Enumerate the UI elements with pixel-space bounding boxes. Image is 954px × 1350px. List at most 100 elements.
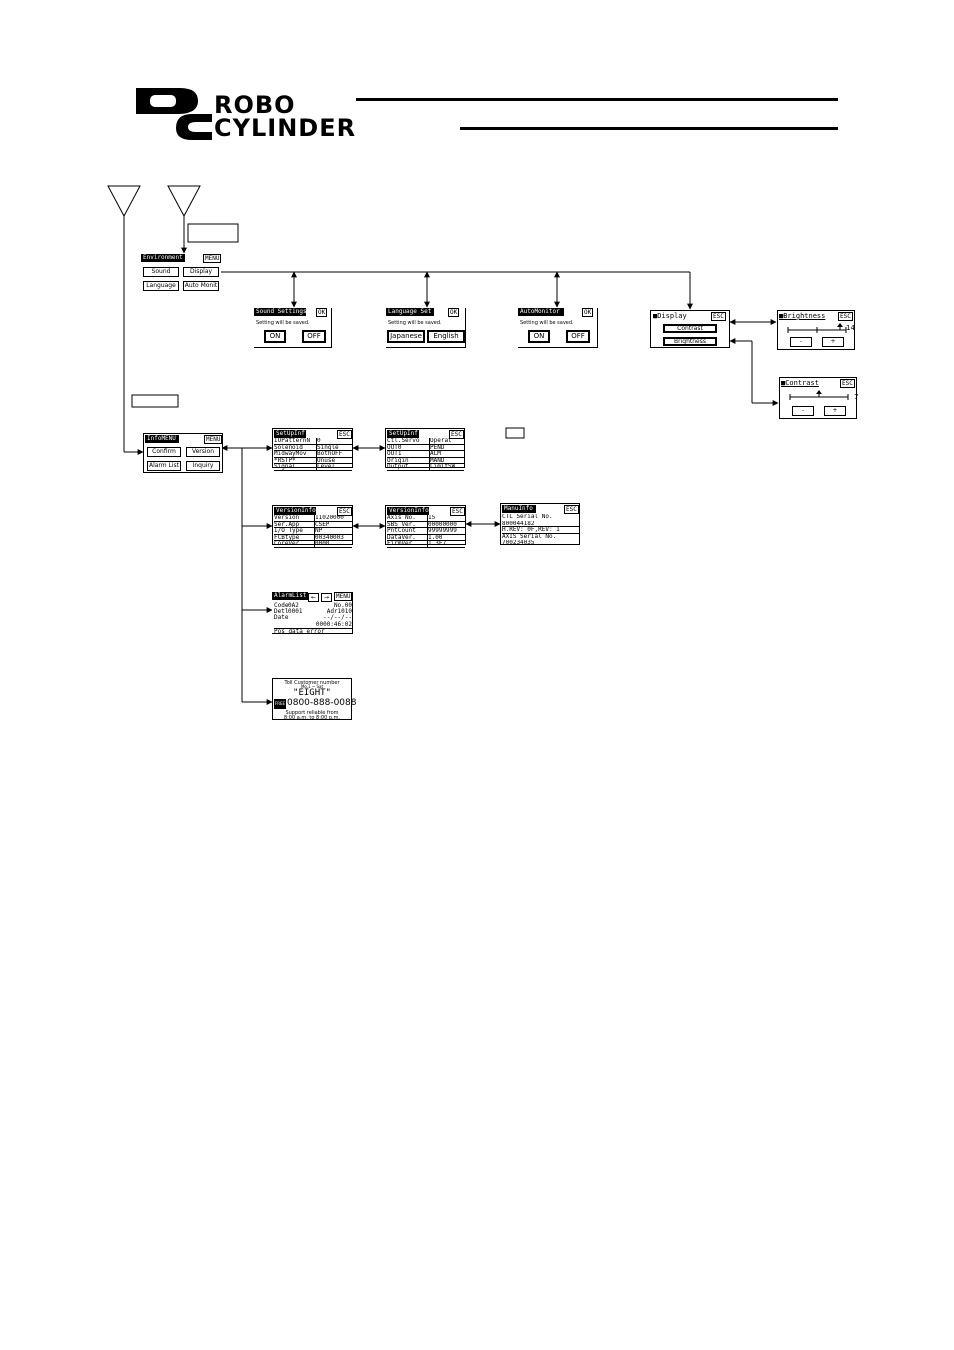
version-button[interactable]: Version [186, 447, 220, 457]
display-button[interactable]: Display [183, 267, 219, 277]
entry-triangle-right [167, 185, 201, 218]
cell: H.REV: 0F,REV: 1 [502, 527, 560, 533]
display-panel: ■Display ESC Contrast Brightness [650, 310, 730, 348]
brightness-title: ■Brightness [779, 312, 826, 320]
cell: 1.00 [428, 534, 443, 541]
setup-info-2-esc-tag[interactable]: ESC [449, 430, 464, 439]
list-item: Date--/--/-- [274, 614, 352, 622]
contrast-slider[interactable] [788, 390, 850, 402]
cell: Detl [274, 608, 289, 616]
version-info-2-esc-tag[interactable]: ESC [450, 507, 465, 516]
sound-settings-title: Sound Settings [254, 308, 307, 316]
auto-monitor-title: AutoMonitor [518, 308, 564, 316]
version-info-1-esc-tag[interactable]: ESC [337, 507, 352, 516]
contrast-minus-button[interactable]: - [792, 406, 814, 416]
auto-monitor-off-button[interactable]: OFF [566, 330, 590, 343]
brightness-button[interactable]: Brightness [663, 337, 717, 346]
sound-on-button[interactable]: ON [264, 330, 286, 343]
key-label-box-small [505, 427, 525, 439]
inquiry-phone: 0800-888-0088 [287, 698, 357, 708]
manu-info-lines: CTL Serial No. 800044182 H.REV: 0F,REV: … [502, 514, 579, 547]
logo-word-cylinder: CYLINDER [214, 114, 357, 142]
arrow-left-icon[interactable]: ← [308, 593, 319, 602]
alarm-message: Pos data error [274, 627, 325, 635]
cell: 800044182 [502, 520, 535, 527]
cell: DataVer. [387, 534, 428, 541]
auto-monitor-ok-tag[interactable]: OK [582, 308, 594, 317]
cell: Level [317, 464, 336, 470]
contrast-button[interactable]: Contrast [663, 324, 717, 333]
cell: Single [317, 444, 339, 451]
japanese-button[interactable]: Japanese [387, 330, 425, 343]
manu-info-esc-tag[interactable]: ESC [564, 505, 579, 514]
cell: OUT0 [387, 444, 430, 451]
header-rule-bottom [460, 127, 838, 130]
brightness-minus-button[interactable]: - [790, 337, 812, 347]
cell: ALM [430, 451, 441, 457]
auto-monitor-button[interactable]: Auto Monit [183, 281, 219, 291]
auto-monitor-note: Setting will be saved. [520, 320, 574, 326]
contrast-esc-tag[interactable]: ESC [840, 379, 855, 388]
entry-triangle-left [107, 185, 141, 218]
info-menu-panel: InfoMENU MENU Confirm Version Alarm List… [143, 433, 223, 473]
cell: Operat [430, 438, 452, 444]
confirm-button[interactable]: Confirm [147, 447, 181, 457]
contrast-plus-button[interactable]: + [824, 406, 846, 416]
sound-off-button[interactable]: OFF [302, 330, 326, 343]
alarm-list-button[interactable]: Alarm List [147, 461, 181, 471]
sound-ok-tag[interactable]: OK [316, 308, 328, 317]
language-button[interactable]: Language [143, 281, 179, 291]
cell: 0 [317, 438, 321, 444]
cell: No.00 [333, 602, 352, 609]
auto-monitor-on-button[interactable]: ON [528, 330, 550, 343]
cell: FCBtype [274, 534, 315, 541]
alarm-list-menu-tag[interactable]: MENU [334, 592, 353, 601]
cell: CTL Serial No. [502, 514, 553, 520]
contrast-value: 7 [854, 393, 859, 401]
cell: Origin [387, 457, 430, 464]
setup-info-1-esc-tag[interactable]: ESC [337, 430, 352, 439]
header-rule-top [356, 98, 838, 101]
table-row: *RSTP*Unuse [274, 457, 352, 465]
list-item: H.REV: 0F,REV: 1 [502, 527, 579, 534]
list-item: 800044182 [502, 521, 579, 528]
setup-info-1-title: SetUpInf [274, 430, 306, 438]
inquiry-button[interactable]: Inquiry [186, 461, 220, 471]
brightness-slider[interactable] [786, 323, 848, 335]
cell: PEND [430, 444, 445, 451]
environment-menu-panel: Environment MENU Sound Display Language … [141, 254, 222, 294]
cell: --/--/-- [323, 614, 352, 622]
cell: 00000000 [428, 521, 457, 528]
rc-logo-icon [136, 88, 212, 140]
inquiry-line1: Toll Customer number [284, 680, 340, 686]
brightness-esc-tag[interactable]: ESC [838, 312, 853, 321]
environment-title: Environment [141, 254, 185, 262]
environment-menu-tag[interactable]: MENU [203, 254, 222, 263]
language-note: Setting will be saved. [388, 320, 442, 326]
cell: 0000 [315, 541, 330, 547]
inquiry-name: "EIGHT" [293, 688, 331, 698]
arrow-right-icon[interactable]: → [321, 593, 332, 602]
cell: MidwayMov [274, 451, 317, 457]
language-ok-tag[interactable]: OK [448, 308, 460, 317]
display-esc-tag[interactable]: ESC [711, 312, 726, 321]
inquiry-support-2: 8:00 a.m. to 8:00 p.m. [283, 715, 341, 721]
cell: Unuse [317, 457, 336, 464]
inquiry-line2: Mo.1 ~ Sat [300, 684, 324, 689]
brightness-plus-button[interactable]: + [822, 337, 844, 347]
version-info-panel-2: VersionInfo ESC Axis No.15 SBS Ver.00000… [385, 505, 466, 548]
english-button[interactable]: English [427, 330, 465, 343]
info-menu-tag[interactable]: MENU [204, 435, 223, 444]
sound-button[interactable]: Sound [143, 267, 179, 277]
cell: CSEP [315, 521, 330, 528]
logo-word-robo: ROBO [214, 91, 296, 119]
inquiry-panel: Toll Customer number Mo.1 ~ Sat "EIGHT" … [272, 678, 356, 721]
